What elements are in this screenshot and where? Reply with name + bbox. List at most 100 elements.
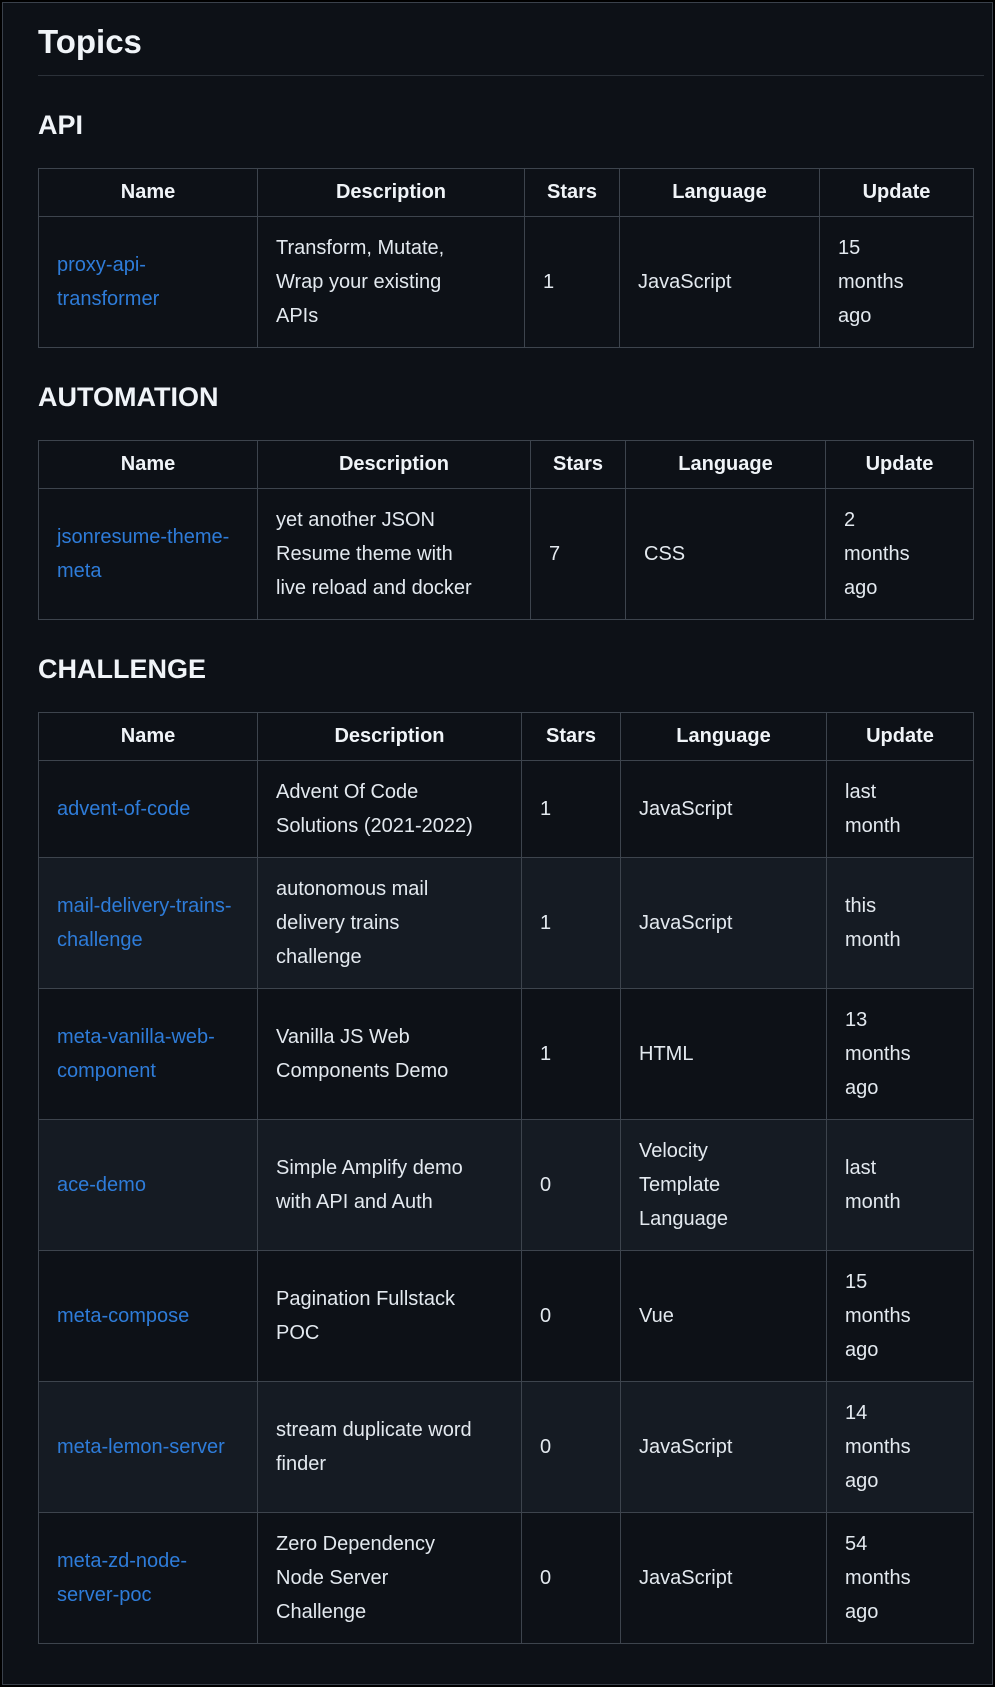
repo-language-cell: JavaScript bbox=[620, 1381, 827, 1513]
repo-update: last month bbox=[845, 1157, 901, 1213]
repo-update-cell: 2 months ago bbox=[825, 488, 974, 620]
repo-stars-cell: 0 bbox=[521, 1381, 621, 1513]
repo-description: yet another JSON Resume theme with live … bbox=[276, 509, 472, 599]
column-header-name: Name bbox=[38, 440, 258, 489]
repo-description-cell: Advent Of Code Solutions (2021-2022) bbox=[257, 760, 522, 858]
repo-description: stream duplicate word finder bbox=[276, 1419, 472, 1475]
repo-link[interactable]: advent-of-code bbox=[57, 798, 191, 820]
column-header-name: Name bbox=[38, 712, 258, 761]
column-header-update: Update bbox=[826, 712, 974, 761]
repo-update-cell: last month bbox=[826, 760, 974, 858]
repo-description-cell: Zero Dependency Node Server Challenge bbox=[257, 1512, 522, 1644]
repo-description-cell: Simple Amplify demo with API and Auth bbox=[257, 1119, 522, 1251]
repo-name-cell: proxy-api-transformer bbox=[38, 216, 258, 348]
repo-language: JavaScript bbox=[639, 1436, 733, 1458]
repo-language: Vue bbox=[639, 1305, 674, 1327]
repo-description: Transform, Mutate, Wrap your existing AP… bbox=[276, 237, 445, 327]
repo-language: CSS bbox=[644, 543, 686, 565]
section-title-api: API bbox=[38, 110, 84, 140]
repo-update-cell: 15 months ago bbox=[826, 1250, 974, 1382]
table-row: meta-vanilla-web-component Vanilla JS Web… bbox=[38, 988, 974, 1120]
column-header-stars: Stars bbox=[521, 712, 621, 761]
repo-description: Zero Dependency Node Server Challenge bbox=[276, 1533, 435, 1623]
repo-link[interactable]: ace-demo bbox=[57, 1174, 146, 1196]
repo-language-cell: HTML bbox=[620, 988, 827, 1120]
repo-stars: 0 bbox=[540, 1174, 552, 1196]
column-header-language: Language bbox=[620, 712, 827, 761]
repo-description: Simple Amplify demo with API and Auth bbox=[276, 1157, 463, 1213]
repo-language-cell: JavaScript bbox=[620, 857, 827, 989]
repo-update-cell: 13 months ago bbox=[826, 988, 974, 1120]
table-body: jsonresume-theme-meta yet another JSON Re… bbox=[38, 488, 974, 620]
repo-description-cell: Pagination Fullstack POC bbox=[257, 1250, 522, 1382]
repo-description: Vanilla JS Web Components Demo bbox=[276, 1026, 449, 1082]
repo-update-cell: last month bbox=[826, 1119, 974, 1251]
repo-link[interactable]: mail-delivery-trains-challenge bbox=[57, 895, 232, 951]
repo-stars: 1 bbox=[543, 271, 555, 293]
section-title-automation: AUTOMATION bbox=[38, 382, 219, 412]
repo-name-cell: meta-zd-node-server-poc bbox=[38, 1512, 258, 1644]
repo-link[interactable]: meta-compose bbox=[57, 1305, 190, 1327]
table-row: jsonresume-theme-meta yet another JSON Re… bbox=[38, 488, 974, 620]
repo-stars-cell: 0 bbox=[521, 1512, 621, 1644]
repo-stars: 1 bbox=[540, 912, 552, 934]
repo-update-cell: 15 months ago bbox=[819, 216, 974, 348]
repo-update: 15 months ago bbox=[838, 237, 904, 327]
repo-description-cell: stream duplicate word finder bbox=[257, 1381, 522, 1513]
table-row: ace-demo Simple Amplify demo with API and… bbox=[38, 1119, 974, 1251]
repo-link[interactable]: meta-zd-node-server-poc bbox=[57, 1550, 188, 1606]
repo-update: 13 months ago bbox=[845, 1009, 911, 1099]
repo-stars: 0 bbox=[540, 1567, 552, 1589]
repo-stars: 1 bbox=[540, 798, 552, 820]
repo-description: Pagination Fullstack POC bbox=[276, 1288, 455, 1344]
repo-name-cell: ace-demo bbox=[38, 1119, 258, 1251]
repo-stars-cell: 1 bbox=[521, 760, 621, 858]
repo-update: 54 months ago bbox=[845, 1533, 911, 1623]
repo-description: autonomous mail delivery trains challeng… bbox=[276, 878, 429, 968]
repo-description-cell: Vanilla JS Web Components Demo bbox=[257, 988, 522, 1120]
repo-language-cell: JavaScript bbox=[619, 216, 820, 348]
repo-name-cell: advent-of-code bbox=[38, 760, 258, 858]
repo-update-cell: 54 months ago bbox=[826, 1512, 974, 1644]
repo-name-cell: meta-lemon-server bbox=[38, 1381, 258, 1513]
repo-update: this month bbox=[845, 895, 901, 951]
column-header-description: Description bbox=[257, 168, 525, 217]
repo-language-cell: JavaScript bbox=[620, 1512, 827, 1644]
repo-link[interactable]: meta-lemon-server bbox=[57, 1436, 225, 1458]
repo-name-cell: meta-vanilla-web-component bbox=[38, 988, 258, 1120]
column-header-update: Update bbox=[819, 168, 974, 217]
repo-stars: 1 bbox=[540, 1043, 552, 1065]
repo-update-cell: this month bbox=[826, 857, 974, 989]
page-title: Topics bbox=[38, 23, 984, 76]
repo-stars-cell: 7 bbox=[530, 488, 626, 620]
repo-update: 2 months ago bbox=[844, 509, 910, 599]
table-row: advent-of-code Advent Of Code Solutions (… bbox=[38, 760, 974, 858]
repo-stars: 7 bbox=[549, 543, 561, 565]
repo-link[interactable]: proxy-api-transformer bbox=[57, 254, 160, 310]
repo-stars-cell: 1 bbox=[521, 857, 621, 989]
repo-link[interactable]: meta-vanilla-web-component bbox=[57, 1026, 215, 1082]
repo-link[interactable]: jsonresume-theme-meta bbox=[57, 526, 230, 582]
table-body: advent-of-code Advent Of Code Solutions (… bbox=[38, 760, 974, 1644]
column-header-description: Description bbox=[257, 712, 522, 761]
table-row: proxy-api-transformer Transform, Mutate, … bbox=[38, 216, 974, 348]
column-header-language: Language bbox=[625, 440, 826, 489]
repo-stars: 0 bbox=[540, 1436, 552, 1458]
repo-stars-cell: 1 bbox=[524, 216, 620, 348]
repo-language-cell: CSS bbox=[625, 488, 826, 620]
repo-update-cell: 14 months ago bbox=[826, 1381, 974, 1513]
section-title-challenge: CHALLENGE bbox=[38, 654, 206, 684]
repo-description-cell: Transform, Mutate, Wrap your existing AP… bbox=[257, 216, 525, 348]
repo-description-cell: yet another JSON Resume theme with live … bbox=[257, 488, 531, 620]
repo-update: last month bbox=[845, 781, 901, 837]
repo-language: JavaScript bbox=[638, 271, 732, 293]
